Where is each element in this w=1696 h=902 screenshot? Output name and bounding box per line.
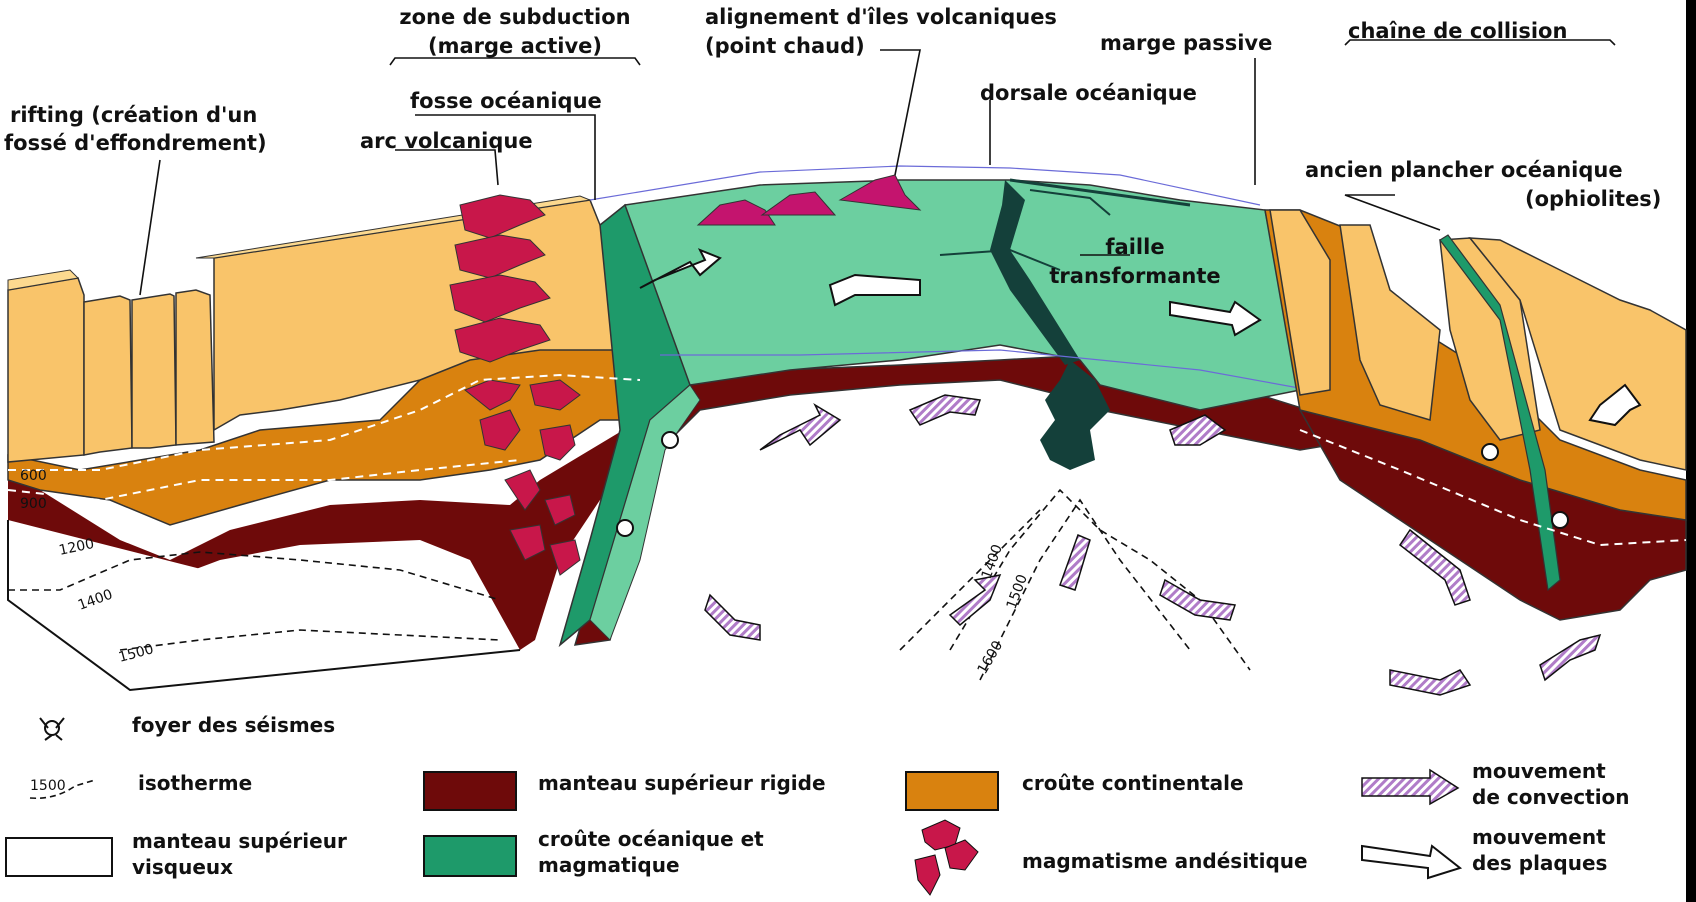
label-collision: chaîne de collision: [1348, 19, 1567, 43]
legend-isotherm: isotherme: [138, 771, 252, 795]
label-rifting-1: rifting (création d'un: [10, 103, 257, 127]
legend-viscous-swatch: [6, 838, 112, 876]
label-rifting-2: fossé d'effondrement): [4, 131, 267, 155]
label-ophiolite-2: (ophiolites): [1525, 187, 1661, 211]
isotherm-center-1600: 1600: [975, 638, 1007, 677]
label-fault-1: faille: [1105, 235, 1164, 259]
legend-andesitic: magmatisme andésitique: [1022, 849, 1308, 873]
legend-rigid: manteau supérieur rigide: [538, 771, 826, 795]
legend-convection-2: de convection: [1472, 785, 1630, 809]
label-subduction-2: (marge active): [428, 34, 602, 58]
andesitic-legend-icon: [915, 820, 978, 895]
label-fault-2: transformante: [1049, 264, 1220, 288]
legend-continental: croûte continentale: [1022, 771, 1244, 795]
label-ophiolite-1: ancien plancher océanique: [1305, 158, 1623, 182]
legend-earthquake: foyer des séismes: [132, 713, 335, 737]
label-arc: arc volcanique: [360, 129, 533, 153]
isotherm-center-1400: 1400: [979, 542, 1006, 581]
legend-convection-arrow: [1362, 770, 1458, 804]
legend-isotherm-value: 1500: [30, 778, 66, 794]
legend-rigid-swatch: [424, 772, 516, 810]
legend-plates-1: mouvement: [1472, 825, 1606, 849]
label-islands-2: (point chaud): [705, 34, 865, 58]
legend-plates-2: des plaques: [1472, 851, 1607, 875]
legend-oceanic-2: magmatique: [538, 853, 680, 877]
isotherm-600: 600: [20, 468, 47, 484]
legend-convection-1: mouvement: [1472, 759, 1606, 783]
label-subduction-1: zone de subduction: [399, 5, 630, 29]
isotherm-900: 900: [20, 496, 47, 512]
legend-oceanic-1: croûte océanique et: [538, 827, 764, 851]
legend-plates-arrow: [1362, 846, 1460, 878]
label-ridge: dorsale océanique: [980, 81, 1197, 105]
label-trench: fosse océanique: [410, 89, 602, 113]
legend-oceanic-swatch: [424, 836, 516, 876]
legend-continental-swatch: [906, 772, 998, 810]
right-border: [1686, 0, 1696, 902]
label-islands-1: alignement d'îles volcaniques: [705, 5, 1057, 29]
earthquake-legend-icon: [40, 718, 64, 740]
isotherm-center-1500: 1500: [1004, 572, 1031, 611]
legend-viscous-2: visqueux: [132, 855, 233, 879]
legend-viscous-1: manteau supérieur: [132, 829, 347, 853]
label-passive: marge passive: [1100, 31, 1272, 55]
legend: foyer des séismes 1500 isotherme manteau…: [6, 713, 1630, 895]
